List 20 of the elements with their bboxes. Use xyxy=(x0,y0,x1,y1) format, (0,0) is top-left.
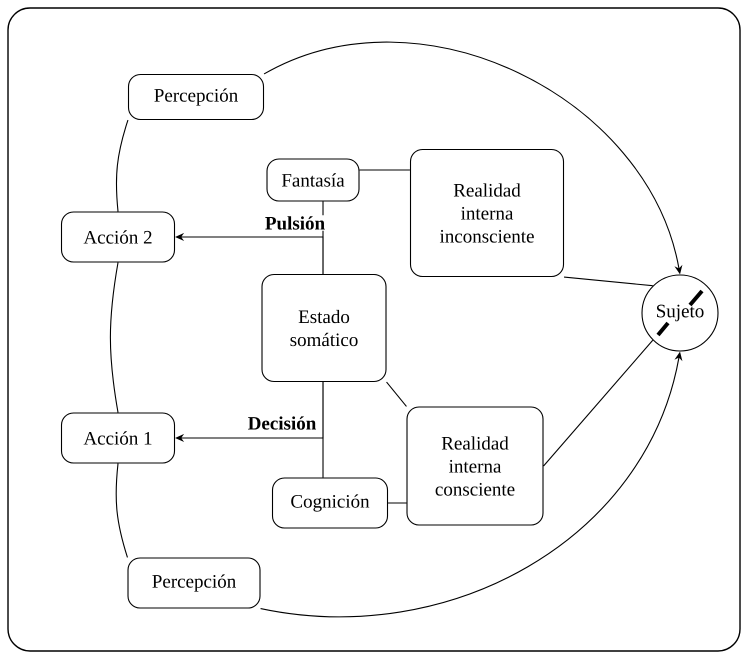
connector-line xyxy=(116,464,128,558)
connector-line xyxy=(116,120,128,212)
connector-line xyxy=(564,276,653,286)
connector-line xyxy=(386,382,407,407)
process-box: Acción 1 xyxy=(60,412,176,464)
connector-line xyxy=(360,169,410,171)
process-box: Acción 2 xyxy=(60,211,176,263)
connector-line xyxy=(110,262,119,413)
process-box: Cognición xyxy=(272,477,388,529)
process-box: Realidad interna consciente xyxy=(406,406,544,526)
edge-label: Pulsión xyxy=(264,215,326,231)
edge-label: Decisión xyxy=(246,415,318,431)
process-box: Percepción xyxy=(127,557,261,609)
connector-line xyxy=(322,382,324,478)
process-box: Fantasía xyxy=(266,158,360,202)
connector-line xyxy=(543,340,654,466)
process-box: Realidad interna inconsciente xyxy=(410,148,564,278)
connector-line xyxy=(388,502,406,504)
process-box: Estado somático xyxy=(261,274,387,382)
process-box: Percepción xyxy=(128,74,264,120)
